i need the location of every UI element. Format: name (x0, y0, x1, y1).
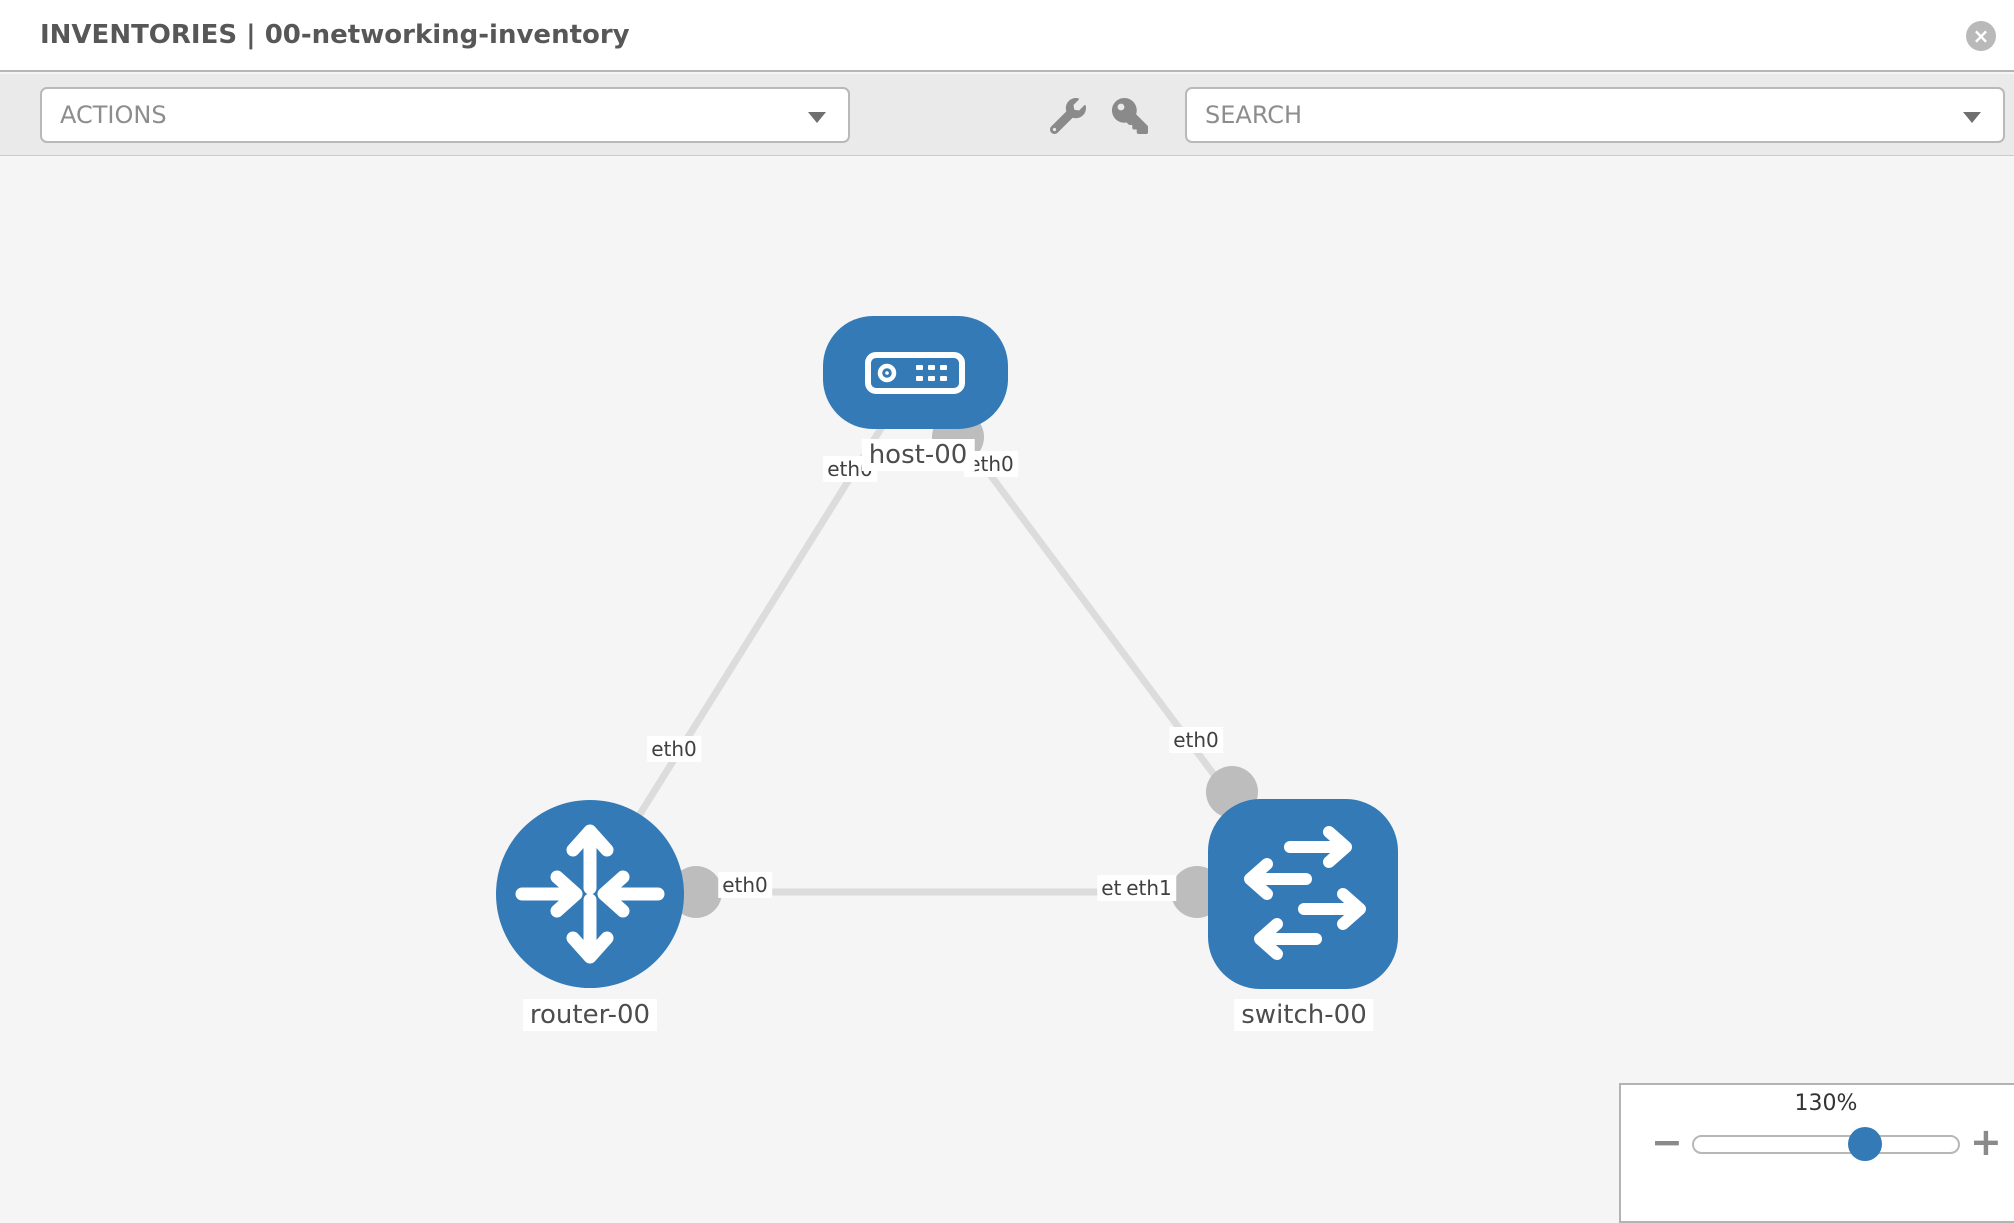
node-label-router: router-00 (522, 999, 658, 1031)
iface-label-switch-left: eth1 (1122, 875, 1176, 901)
topology-links-layer (587, 371, 1306, 918)
actions-dropdown[interactable]: ACTIONS (40, 87, 850, 143)
wrench-icon[interactable] (1049, 98, 1086, 135)
zoom-slider-track[interactable] (1692, 1135, 1960, 1154)
topology-canvas[interactable]: eth0 eth0 eth0 eth0 eth0 eth0 eth1 host-… (0, 157, 2014, 1200)
router-icon (515, 824, 665, 964)
search-dropdown[interactable]: SEARCH (1185, 87, 2005, 143)
chevron-down-icon (808, 112, 826, 123)
zoom-slider-thumb[interactable] (1848, 1127, 1882, 1161)
node-router-00[interactable] (496, 800, 684, 988)
node-switch-00[interactable] (1208, 799, 1398, 989)
close-icon[interactable]: × (1966, 21, 1996, 51)
zoom-in-button[interactable]: + (1970, 1120, 2002, 1164)
node-label-host: host-00 (861, 439, 975, 471)
iface-label-switch-top: eth0 (1169, 727, 1223, 753)
node-host-00[interactable] (823, 316, 1008, 429)
header-bar: INVENTORIES | 00-networking-inventory × (0, 0, 2014, 72)
toolbar: ACTIONS SEARCH (0, 74, 2014, 156)
page-title: INVENTORIES | 00-networking-inventory (40, 20, 630, 50)
host-icon (865, 352, 965, 394)
zoom-out-button[interactable]: − (1651, 1120, 1683, 1164)
iface-label-router-right: eth0 (718, 872, 772, 898)
zoom-panel: 130% − + (1619, 1083, 2014, 1223)
key-icon[interactable] (1112, 98, 1148, 134)
node-label-switch: switch-00 (1234, 999, 1374, 1031)
search-dropdown-label: SEARCH (1205, 101, 1303, 129)
zoom-level-label: 130% (1794, 1091, 1858, 1116)
chevron-down-icon (1963, 112, 1981, 123)
switch-icon (1244, 826, 1366, 960)
iface-label-router-top: eth0 (647, 736, 701, 762)
actions-dropdown-label: ACTIONS (60, 101, 167, 129)
